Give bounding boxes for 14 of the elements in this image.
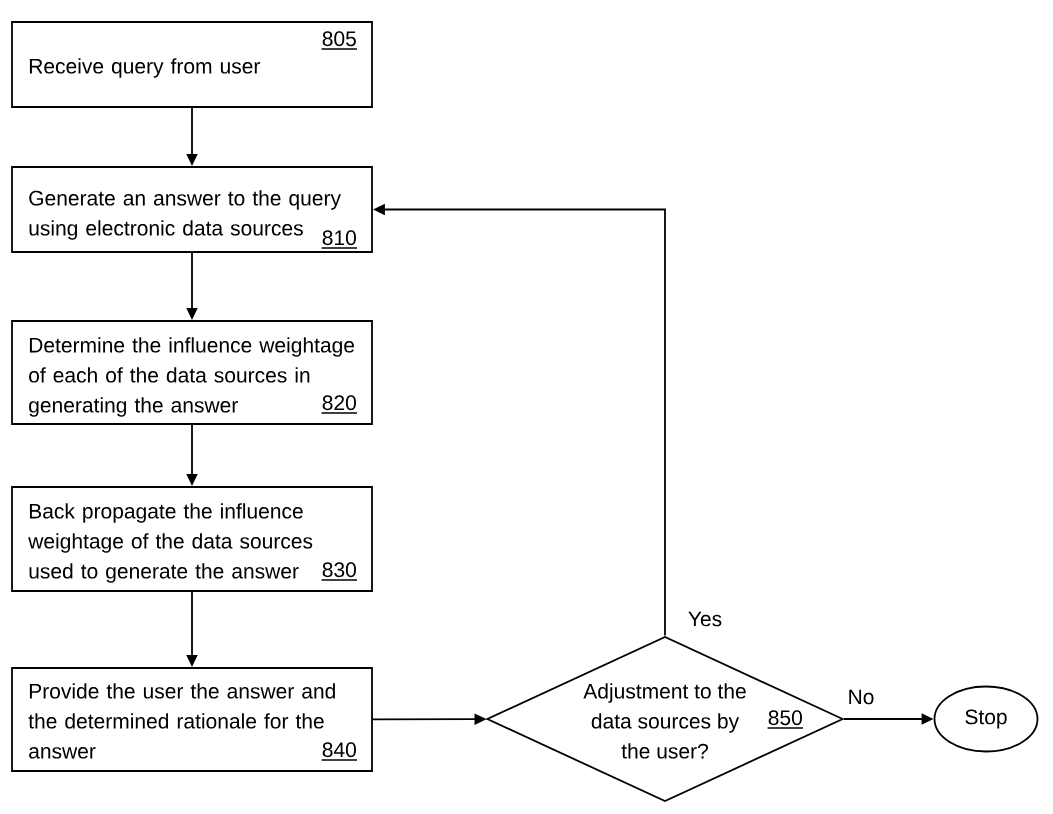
reference-numeral: 805 (320, 31, 358, 50)
process-box: Determine the influence weightage of each of the data sources in generating the answer 820 (11, 320, 373, 425)
process-box: Receive query from user 805 (11, 21, 373, 108)
edge-label: Yes (686, 610, 724, 628)
terminal-oval: Stop (933, 685, 1039, 753)
edge-label: No (846, 688, 876, 706)
reference-numeral: 810 (320, 230, 358, 249)
reference-numeral: 840 (320, 742, 358, 761)
reference-numeral: 820 (320, 395, 358, 414)
process-box: Back propagate the influence weightage of the data sources used to generate the answer 830 (11, 486, 373, 592)
reference-numeral: 830 (320, 562, 358, 581)
process-box: Provide the user the answer and the determined rationale for the answer 840 (11, 667, 373, 772)
reference-numeral: 850 (766, 710, 804, 729)
process-box: Generate an answer to the query using electronic data sources 810 (11, 166, 373, 253)
